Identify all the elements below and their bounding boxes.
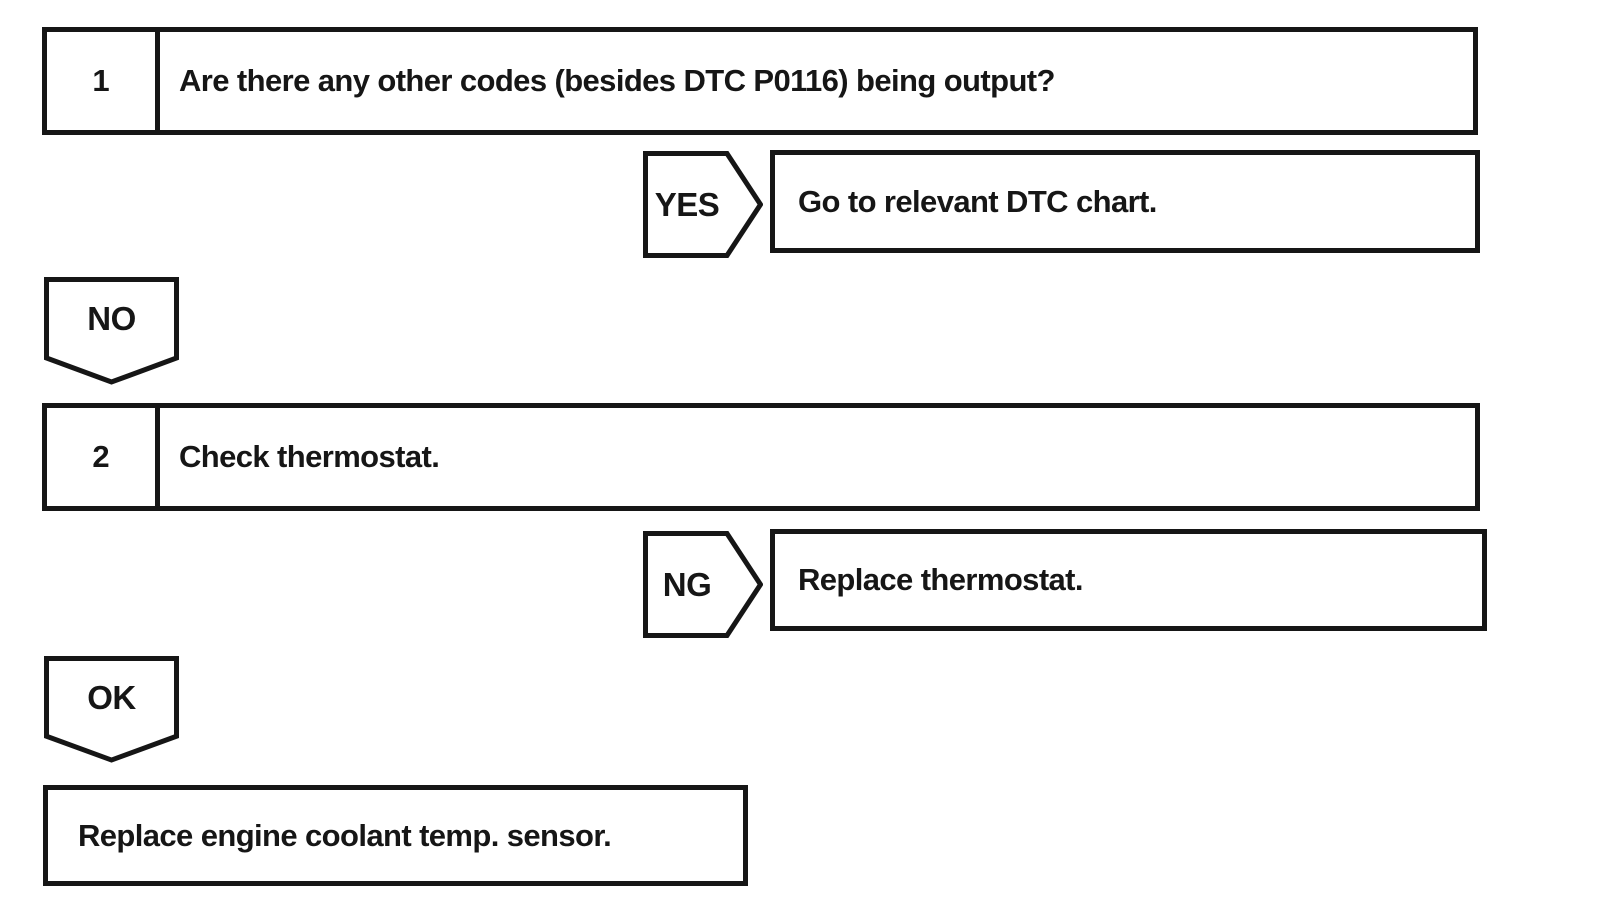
ng-connector: NG: [643, 531, 763, 638]
ng-action-text: Replace thermostat.: [798, 562, 1084, 597]
no-connector: NO: [44, 277, 179, 385]
yes-action-box: Go to relevant DTC chart.: [770, 150, 1480, 253]
step-1-box: 1 Are there any other codes (besides DTC…: [42, 27, 1478, 135]
yes-connector: YES: [643, 151, 763, 258]
down-arrow-pentagon-icon: [44, 656, 179, 763]
no-label: NO: [87, 300, 136, 337]
ng-label: NG: [662, 565, 712, 603]
right-arrow-pentagon-icon: [643, 151, 763, 258]
step-1-question: Are there any other codes (besides DTC P…: [179, 63, 1055, 98]
right-arrow-pentagon-icon: [643, 531, 763, 638]
yes-label: YES: [654, 185, 720, 223]
yes-action-text: Go to relevant DTC chart.: [798, 183, 1157, 219]
final-action-box: Replace engine coolant temp. sensor.: [43, 785, 748, 886]
down-arrow-pentagon-icon: [44, 277, 179, 385]
final-action-text: Replace engine coolant temp. sensor.: [78, 817, 612, 853]
step-2-box: 2 Check thermostat.: [42, 403, 1480, 511]
ok-label: OK: [87, 679, 136, 716]
ok-connector: OK: [44, 656, 179, 763]
step-2-question: Check thermostat.: [179, 439, 440, 474]
step-1-number: 1: [47, 32, 160, 130]
step-2-number: 2: [47, 408, 160, 506]
ng-action-box: Replace thermostat.: [770, 529, 1487, 631]
